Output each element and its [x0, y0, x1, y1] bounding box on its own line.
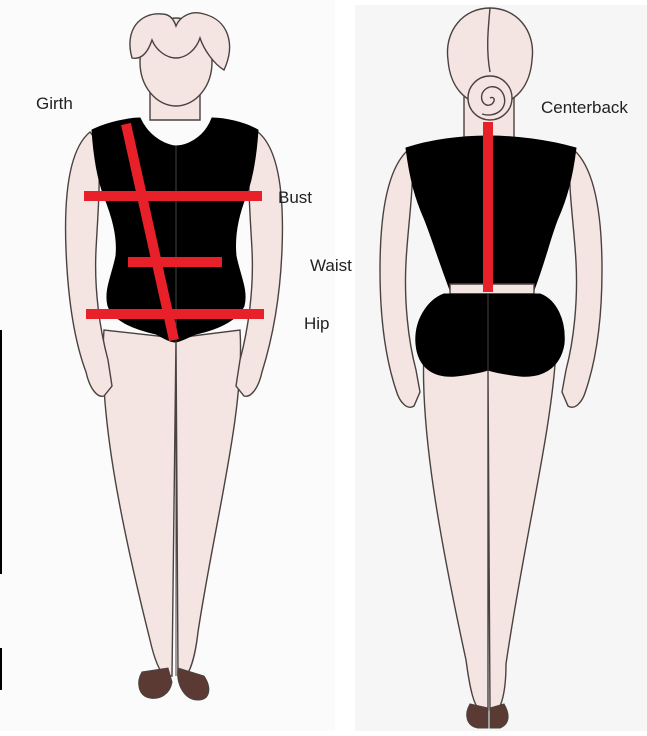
- front-bodysuit: [92, 118, 258, 342]
- girth-label: Girth: [36, 94, 73, 114]
- back-right-shoe: [490, 704, 508, 728]
- hip-label: Hip: [304, 314, 330, 334]
- centerback-label: Centerback: [541, 98, 628, 118]
- back-left-shoe: [467, 704, 488, 728]
- left-edge-bar-small: [0, 648, 2, 690]
- waist-label: Waist: [310, 256, 352, 276]
- bust-label: Bust: [278, 188, 312, 208]
- back-bottoms: [416, 294, 564, 376]
- left-edge-bar: [0, 330, 2, 574]
